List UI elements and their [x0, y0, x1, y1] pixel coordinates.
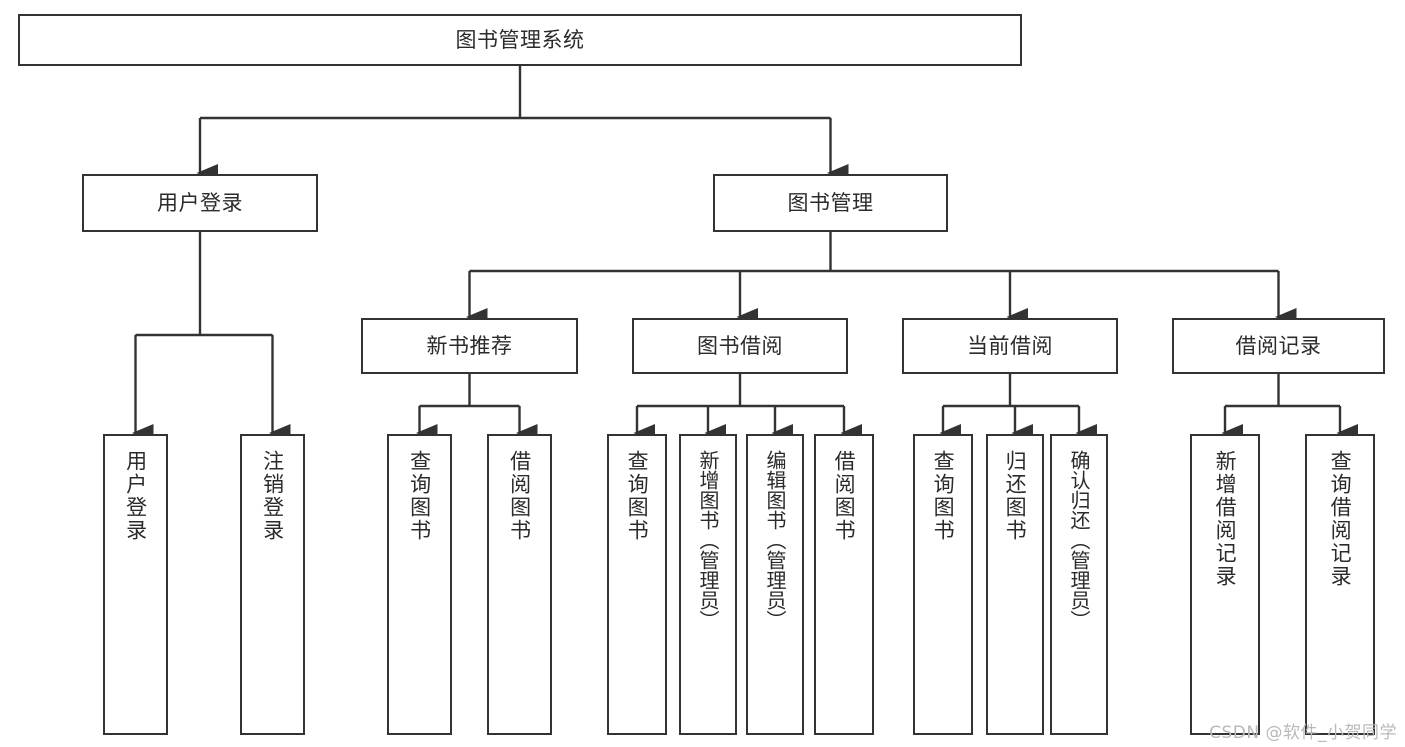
node-leaf-confirm-return-label: 确认归还（管理员） — [1067, 450, 1091, 630]
node-leaf-borrow-book-1[interactable]: 借阅图书 — [487, 434, 552, 735]
node-leaf-add-book[interactable]: 新增图书（管理员） — [679, 434, 737, 735]
node-leaf-borrow-book-1-label: 借阅图书 — [507, 450, 532, 542]
node-root[interactable]: 图书管理系统 — [18, 14, 1022, 66]
node-leaf-logout[interactable]: 注销登录 — [240, 434, 305, 735]
node-book-borrow[interactable]: 图书借阅 — [632, 318, 848, 374]
csdn-watermark: CSDN @软件_小贺同学 — [1209, 723, 1397, 743]
node-current-borrow[interactable]: 当前借阅 — [902, 318, 1118, 374]
node-user-login-label: 用户登录 — [157, 190, 243, 215]
node-leaf-add-book-label: 新增图书（管理员） — [696, 450, 720, 630]
node-user-login[interactable]: 用户登录 — [82, 174, 318, 232]
node-leaf-borrow-book-2[interactable]: 借阅图书 — [814, 434, 874, 735]
node-leaf-query-book-3-label: 查询图书 — [931, 450, 956, 542]
node-new-book-recommend-label: 新书推荐 — [426, 333, 513, 358]
node-leaf-query-book-1[interactable]: 查询图书 — [387, 434, 452, 735]
node-leaf-user-login[interactable]: 用户登录 — [103, 434, 168, 735]
node-leaf-query-record-label: 查询借阅记录 — [1328, 450, 1353, 588]
node-leaf-edit-book[interactable]: 编辑图书（管理员） — [746, 434, 804, 735]
node-borrow-record[interactable]: 借阅记录 — [1172, 318, 1385, 374]
node-leaf-confirm-return[interactable]: 确认归还（管理员） — [1050, 434, 1108, 735]
node-book-manage-label: 图书管理 — [787, 190, 874, 215]
node-leaf-add-record-label: 新增借阅记录 — [1213, 450, 1238, 588]
node-leaf-return-book-label: 归还图书 — [1003, 450, 1028, 542]
node-new-book-recommend[interactable]: 新书推荐 — [361, 318, 578, 374]
node-leaf-borrow-book-2-label: 借阅图书 — [832, 450, 857, 542]
node-leaf-edit-book-label: 编辑图书（管理员） — [763, 450, 787, 630]
node-leaf-query-book-3[interactable]: 查询图书 — [913, 434, 973, 735]
node-leaf-return-book[interactable]: 归还图书 — [986, 434, 1044, 735]
node-leaf-query-book-2[interactable]: 查询图书 — [607, 434, 667, 735]
node-leaf-query-book-1-label: 查询图书 — [407, 450, 432, 542]
node-leaf-query-book-2-label: 查询图书 — [625, 450, 650, 542]
node-book-manage[interactable]: 图书管理 — [713, 174, 948, 232]
node-leaf-user-login-label: 用户登录 — [123, 450, 148, 542]
node-leaf-add-record[interactable]: 新增借阅记录 — [1190, 434, 1260, 735]
node-borrow-record-label: 借阅记录 — [1235, 333, 1322, 358]
node-book-borrow-label: 图书借阅 — [697, 333, 783, 358]
node-root-label: 图书管理系统 — [455, 27, 585, 52]
node-leaf-logout-label: 注销登录 — [260, 450, 285, 542]
node-leaf-query-record[interactable]: 查询借阅记录 — [1305, 434, 1375, 735]
node-current-borrow-label: 当前借阅 — [967, 333, 1053, 358]
